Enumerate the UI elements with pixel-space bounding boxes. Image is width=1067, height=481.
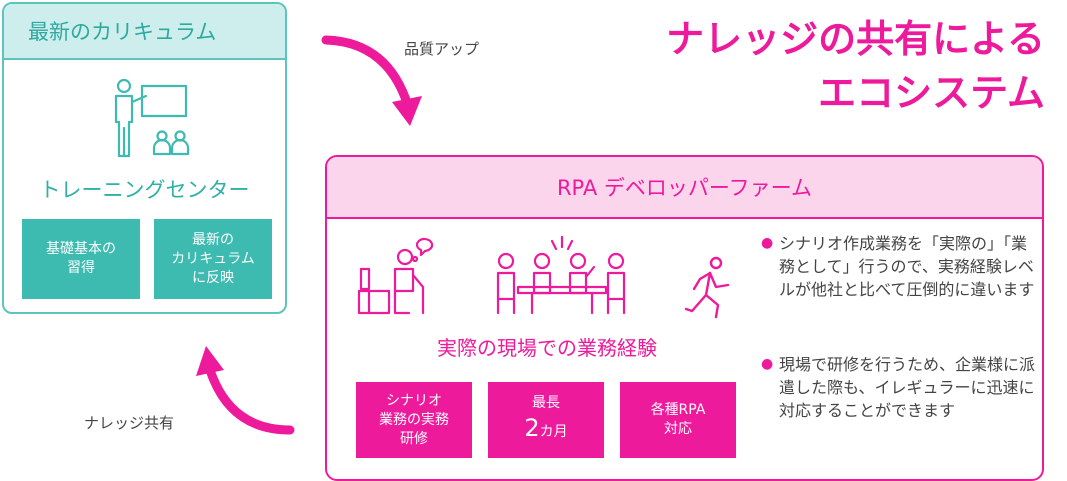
headline: ナレッジの共有による エコシステム: [666, 12, 1045, 120]
practical-training-box: シナリオ 業務の実務 研修: [356, 382, 472, 458]
duration-value: 2カ月: [524, 413, 568, 442]
training-center-card: 最新のカリキュラム トレーニングセンター 基礎基本の 習得 最新の カリキュラム…: [2, 2, 287, 314]
rpa-support-box: 各種RPA 対応: [620, 382, 736, 458]
duration-box: 最長 2カ月: [488, 382, 604, 458]
training-center-title: トレーニングセンター: [39, 178, 250, 202]
knowledge-share-label: ナレッジ共有: [84, 414, 175, 432]
farm-card-header: RPA デベロッパーファーム: [327, 157, 1042, 219]
quality-up-label: 品質アップ: [404, 40, 480, 58]
knowledge-share-arrow: [196, 346, 295, 435]
bullet-dot-icon: ●: [761, 356, 774, 372]
running-person-icon: [684, 256, 730, 319]
teacher-whiteboard-icon: [114, 78, 190, 158]
team-meeting-icon: [496, 235, 626, 315]
developer-farm-card: RPA デベロッパーファーム 実際の現場での業務経験 シナリオ 業務の実務 研修: [325, 155, 1044, 481]
curriculum-update-box: 最新の カリキュラム に反映: [154, 219, 272, 299]
bullet-dot-icon: ●: [761, 235, 774, 251]
thinking-worker-icon: [357, 237, 434, 315]
headline-line-2: エコシステム: [818, 71, 1045, 115]
farm-subtitle: 実際の現場での業務経験: [437, 336, 657, 360]
training-card-header: 最新のカリキュラム: [4, 4, 285, 60]
basic-skills-box: 基礎基本の 習得: [22, 219, 140, 299]
bullet-item: ● 現場で研修を行うため、企業様に派遣した際も、イレギュラーに迅速に対応すること…: [761, 355, 1036, 420]
bullet-item: ● シナリオ作成業務を「実際の」「業務として」行うので、実務経験レベルが他社と比…: [761, 234, 1035, 299]
duration-top-label: 最長: [532, 394, 560, 411]
headline-line-1: ナレッジの共有による: [666, 17, 1045, 61]
quality-up-arrow: [321, 35, 422, 126]
